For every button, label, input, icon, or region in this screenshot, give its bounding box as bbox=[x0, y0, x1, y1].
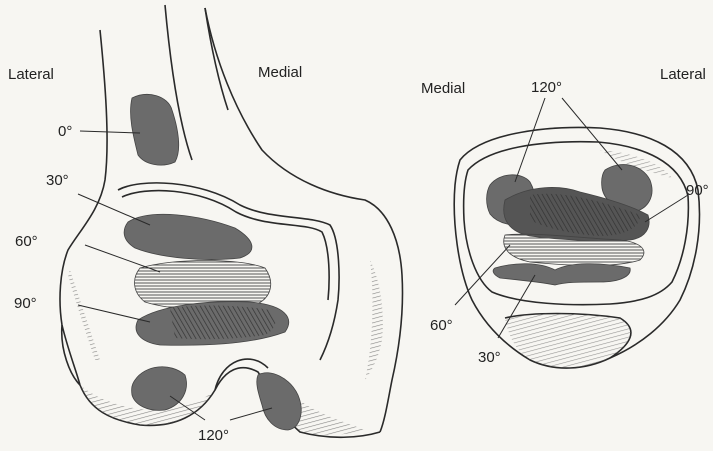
femur-contact-120-medial bbox=[257, 373, 301, 430]
femur-angle-30-label: 30° bbox=[46, 173, 69, 188]
patella-contact-30 bbox=[493, 264, 630, 285]
femur-medial-label: Medial bbox=[258, 65, 302, 80]
patella-lateral-label: Lateral bbox=[660, 67, 706, 82]
patella-medial-label: Medial bbox=[421, 81, 465, 96]
femur-drawing bbox=[60, 5, 403, 437]
femur-lateral-label: Lateral bbox=[8, 67, 54, 82]
femur-contact-areas bbox=[124, 94, 301, 430]
patella-angle-90-label: 90° bbox=[686, 183, 709, 198]
femur-contact-0 bbox=[131, 94, 179, 165]
femur-contact-120-lateral bbox=[132, 367, 187, 411]
femur-contact-30 bbox=[124, 214, 252, 259]
femur-angle-90-label: 90° bbox=[14, 296, 37, 311]
femur-angle-0-label: 0° bbox=[58, 124, 72, 139]
patella-angle-120-label: 120° bbox=[531, 80, 562, 95]
patella-contact-areas bbox=[487, 165, 652, 285]
patella-angle-60-label: 60° bbox=[430, 318, 453, 333]
patella-angle-30-label: 30° bbox=[478, 350, 501, 365]
femur-angle-60-label: 60° bbox=[15, 234, 38, 249]
femur-angle-120-label: 120° bbox=[198, 428, 229, 443]
